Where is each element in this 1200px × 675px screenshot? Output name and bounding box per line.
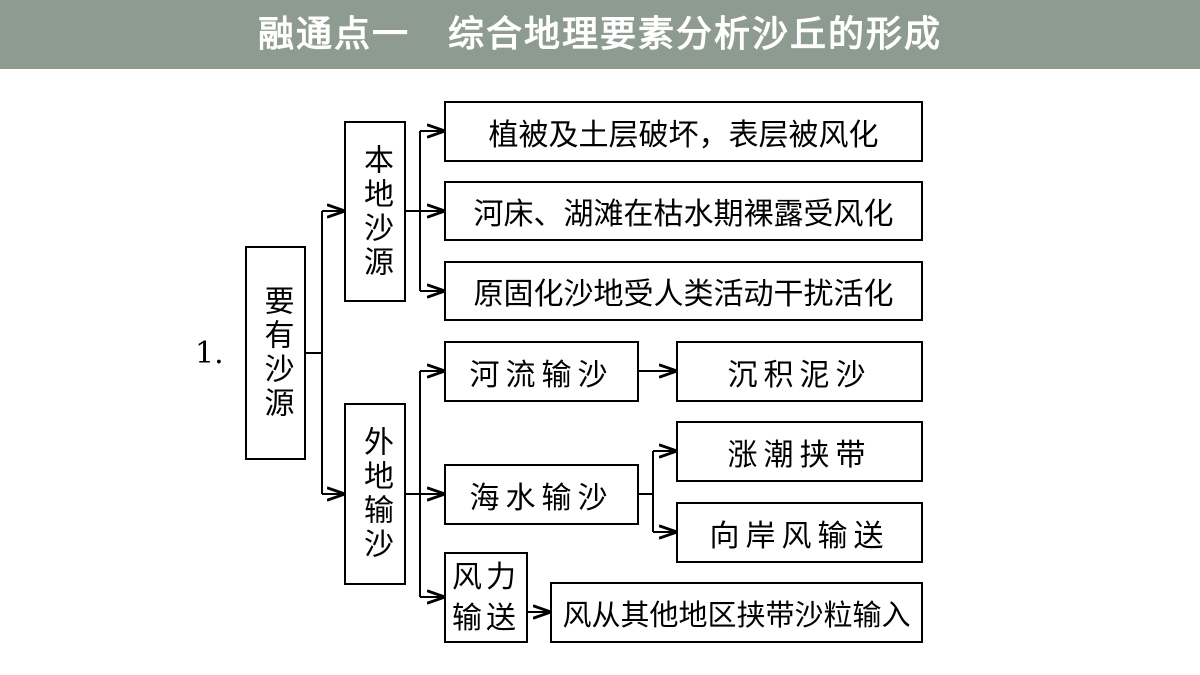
- local-item-1: 植被及土层破坏，表层被风化: [444, 101, 923, 162]
- wind-result-box: 风从其他地区挟带沙粒输入: [550, 582, 923, 643]
- river-transport-box: 河流输沙: [444, 341, 639, 402]
- wind-transport-box: 风力输送: [444, 552, 528, 643]
- page-title: 融通点一 综合地理要素分析沙丘的形成: [257, 14, 942, 55]
- title-banner: [0, 0, 1200, 69]
- local-item-2: 河床、湖滩在枯水期裸露受风化: [444, 181, 923, 241]
- item-number: 1.: [195, 336, 224, 371]
- sea-transport-box: 海水输沙: [444, 464, 639, 525]
- local-source-box: 本地沙源: [344, 121, 406, 302]
- local-item-3: 原固化沙地受人类活动干扰活化: [444, 261, 923, 321]
- root-box: 要有沙源: [245, 246, 306, 460]
- sea-result-1-box: 涨潮挟带: [676, 421, 923, 482]
- sea-result-2-box: 向岸风输送: [676, 502, 923, 563]
- river-result-box: 沉积泥沙: [676, 341, 923, 402]
- external-source-box: 外地输沙: [344, 403, 406, 585]
